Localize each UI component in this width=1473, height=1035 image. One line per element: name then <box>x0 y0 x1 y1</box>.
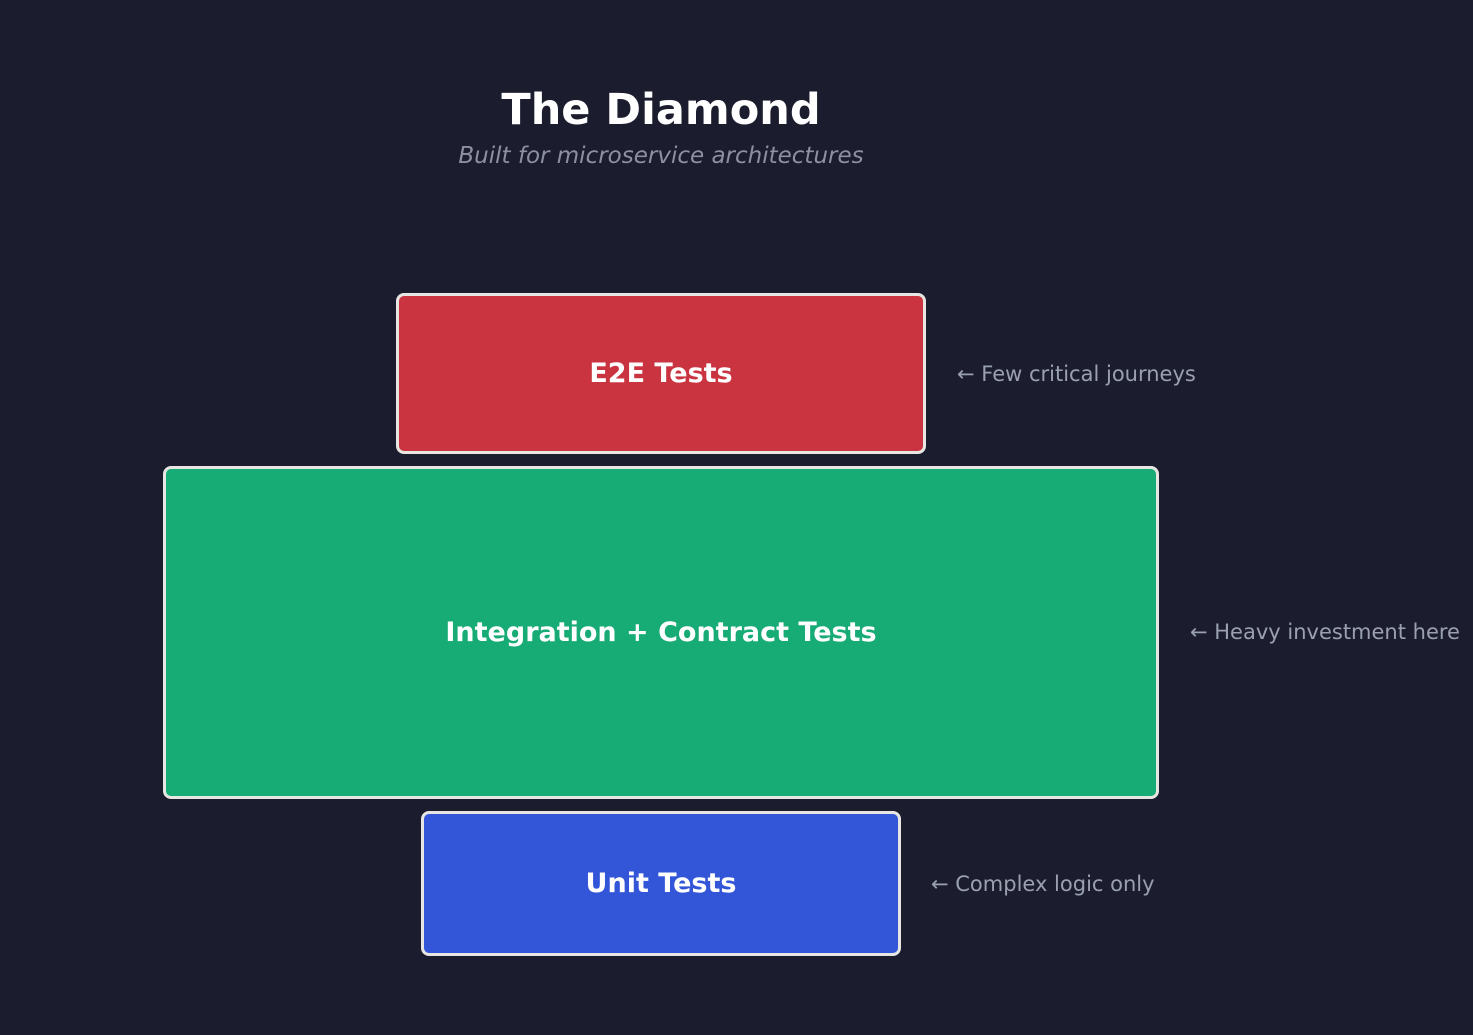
page-subtitle: Built for microservice architectures <box>458 143 864 169</box>
layer-label-unit-tests: Unit Tests <box>585 868 737 899</box>
layer-label-e2e-tests: E2E Tests <box>589 358 733 389</box>
annotation-unit-tests: ← Complex logic only <box>931 872 1155 896</box>
layer-box-unit-tests: Unit Tests <box>421 811 901 956</box>
page-title: The Diamond <box>501 84 821 135</box>
annotation-integration-contract-tests: ← Heavy investment here <box>1190 620 1460 644</box>
layer-label-integration-contract-tests: Integration + Contract Tests <box>445 617 877 648</box>
layer-box-e2e-tests: E2E Tests <box>396 293 926 454</box>
layer-box-integration-contract-tests: Integration + Contract Tests <box>163 466 1159 799</box>
annotation-e2e-tests: ← Few critical journeys <box>957 362 1196 386</box>
